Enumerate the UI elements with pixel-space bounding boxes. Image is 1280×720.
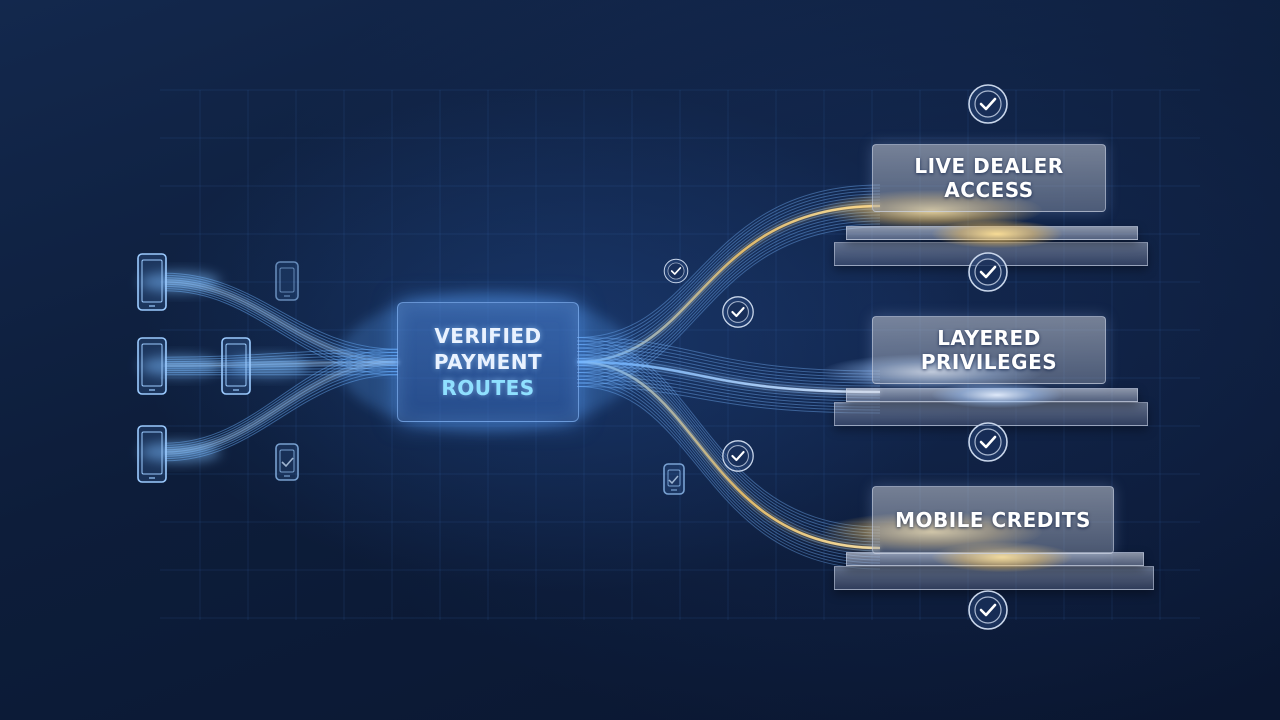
destination-label-layered-privileges: LAYERED PRIVILEGES bbox=[872, 316, 1106, 384]
destination-label-live-dealer-access: LIVE DEALER ACCESS bbox=[872, 144, 1106, 212]
hub-title-line-3: ROUTES bbox=[441, 376, 535, 400]
destination-label-line-1: LAYERED bbox=[937, 326, 1041, 350]
smartphone-icon bbox=[137, 253, 167, 311]
destination-label-mobile-credits: MOBILE CREDITS bbox=[872, 486, 1114, 554]
smartphone-icon bbox=[221, 337, 251, 395]
checkmark-badge-icon bbox=[662, 257, 689, 284]
mini-phone-icon bbox=[275, 443, 299, 481]
mini-phone-icon bbox=[275, 261, 299, 301]
destination-platform-glow bbox=[932, 220, 1062, 248]
destination-label-line-2: ACCESS bbox=[944, 178, 1034, 202]
verified-seal-icon bbox=[966, 420, 1010, 464]
verified-seal-icon bbox=[966, 250, 1010, 294]
destination-platform-glow bbox=[932, 382, 1062, 408]
smartphone-icon bbox=[137, 425, 167, 483]
verified-seal-icon bbox=[966, 82, 1010, 126]
verified-seal-icon bbox=[966, 588, 1010, 632]
destination-mobile-credits: MOBILE CREDITS bbox=[822, 482, 1172, 592]
hub-title-line-1: VERIFIED bbox=[434, 324, 542, 348]
smartphone-icon bbox=[137, 337, 167, 395]
hub-title-line-2: PAYMENT bbox=[433, 350, 543, 374]
destination-label-line-2: PRIVILEGES bbox=[920, 350, 1058, 374]
checkmark-badge-icon bbox=[720, 438, 755, 473]
destination-label-line-1: MOBILE CREDITS bbox=[895, 508, 1091, 532]
checkmark-badge-icon bbox=[720, 294, 755, 329]
destination-live-dealer-access: LIVE DEALER ACCESS bbox=[822, 140, 1172, 270]
verified-payment-routes-hub: VERIFIED PAYMENT ROUTES bbox=[397, 302, 579, 422]
destination-layered-privileges: LAYERED PRIVILEGES bbox=[822, 312, 1172, 432]
destination-label-line-1: LIVE DEALER bbox=[914, 154, 1064, 178]
mini-phone-icon bbox=[663, 463, 685, 495]
